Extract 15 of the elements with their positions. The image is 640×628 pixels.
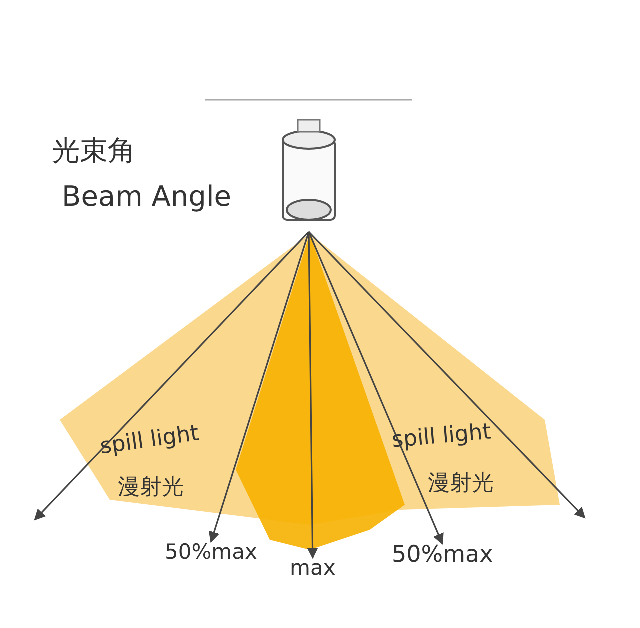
arrow	[308, 232, 444, 546]
intensity-label: max	[290, 556, 336, 580]
region-label: spill light	[391, 420, 492, 454]
region-label: 漫射光	[428, 470, 494, 498]
arrow	[307, 232, 318, 560]
arrow	[208, 232, 310, 544]
title-label: 光束角	[52, 133, 136, 169]
intensity-label: 50%max	[165, 540, 258, 564]
region-label: 漫射光	[118, 474, 184, 502]
arrow	[308, 231, 586, 519]
title-label: Beam Angle	[62, 180, 232, 213]
region-label: spill light	[98, 421, 201, 460]
arrow	[34, 231, 310, 521]
spotlight-drawing	[282, 119, 336, 221]
intensity-label: 50%max	[392, 542, 494, 568]
